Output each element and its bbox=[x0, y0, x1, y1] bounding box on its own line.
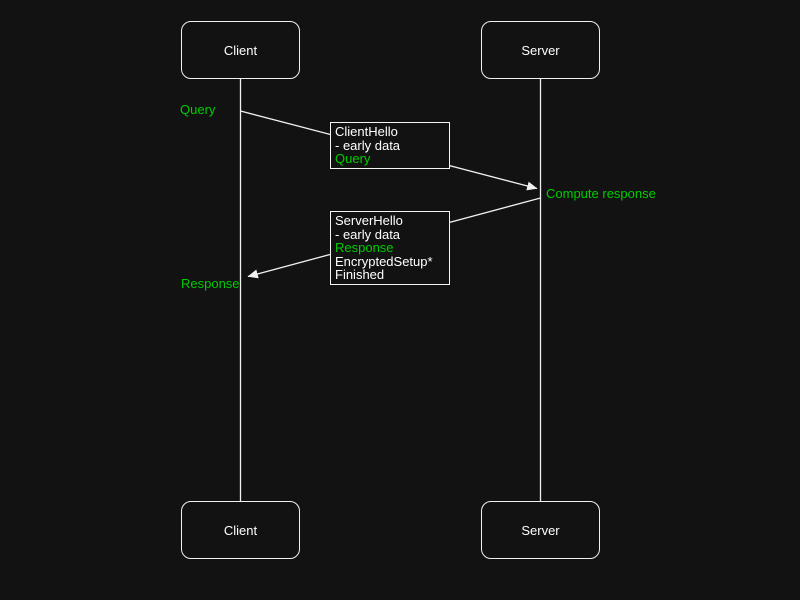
actor-client-top: Client bbox=[181, 21, 300, 79]
actor-label: Server bbox=[521, 522, 560, 538]
note-line: ClientHello bbox=[335, 124, 398, 139]
server-hello-note: ServerHello - early data Response Encryp… bbox=[330, 211, 450, 285]
actor-client-bottom: Client bbox=[181, 501, 300, 559]
note-line: ServerHello bbox=[335, 213, 403, 228]
actor-label: Client bbox=[223, 522, 258, 538]
note-line: EncryptedSetup* bbox=[335, 253, 433, 269]
note-line: - early data bbox=[335, 137, 401, 153]
note-line: Finished bbox=[335, 267, 385, 282]
compute-response-label: Compute response bbox=[546, 186, 656, 201]
actor-server-top: Server bbox=[481, 21, 600, 79]
note-line: Response bbox=[335, 240, 394, 255]
query-label: Query bbox=[180, 102, 216, 117]
note-line: - early data bbox=[335, 226, 401, 242]
note-line: Query bbox=[335, 151, 371, 166]
actor-server-bottom: Server bbox=[481, 501, 600, 559]
response-label: Response bbox=[181, 276, 240, 291]
actor-label: Client bbox=[223, 42, 258, 58]
actor-label: Server bbox=[521, 42, 560, 58]
client-hello-note: ClientHello - early data Query bbox=[330, 122, 450, 169]
